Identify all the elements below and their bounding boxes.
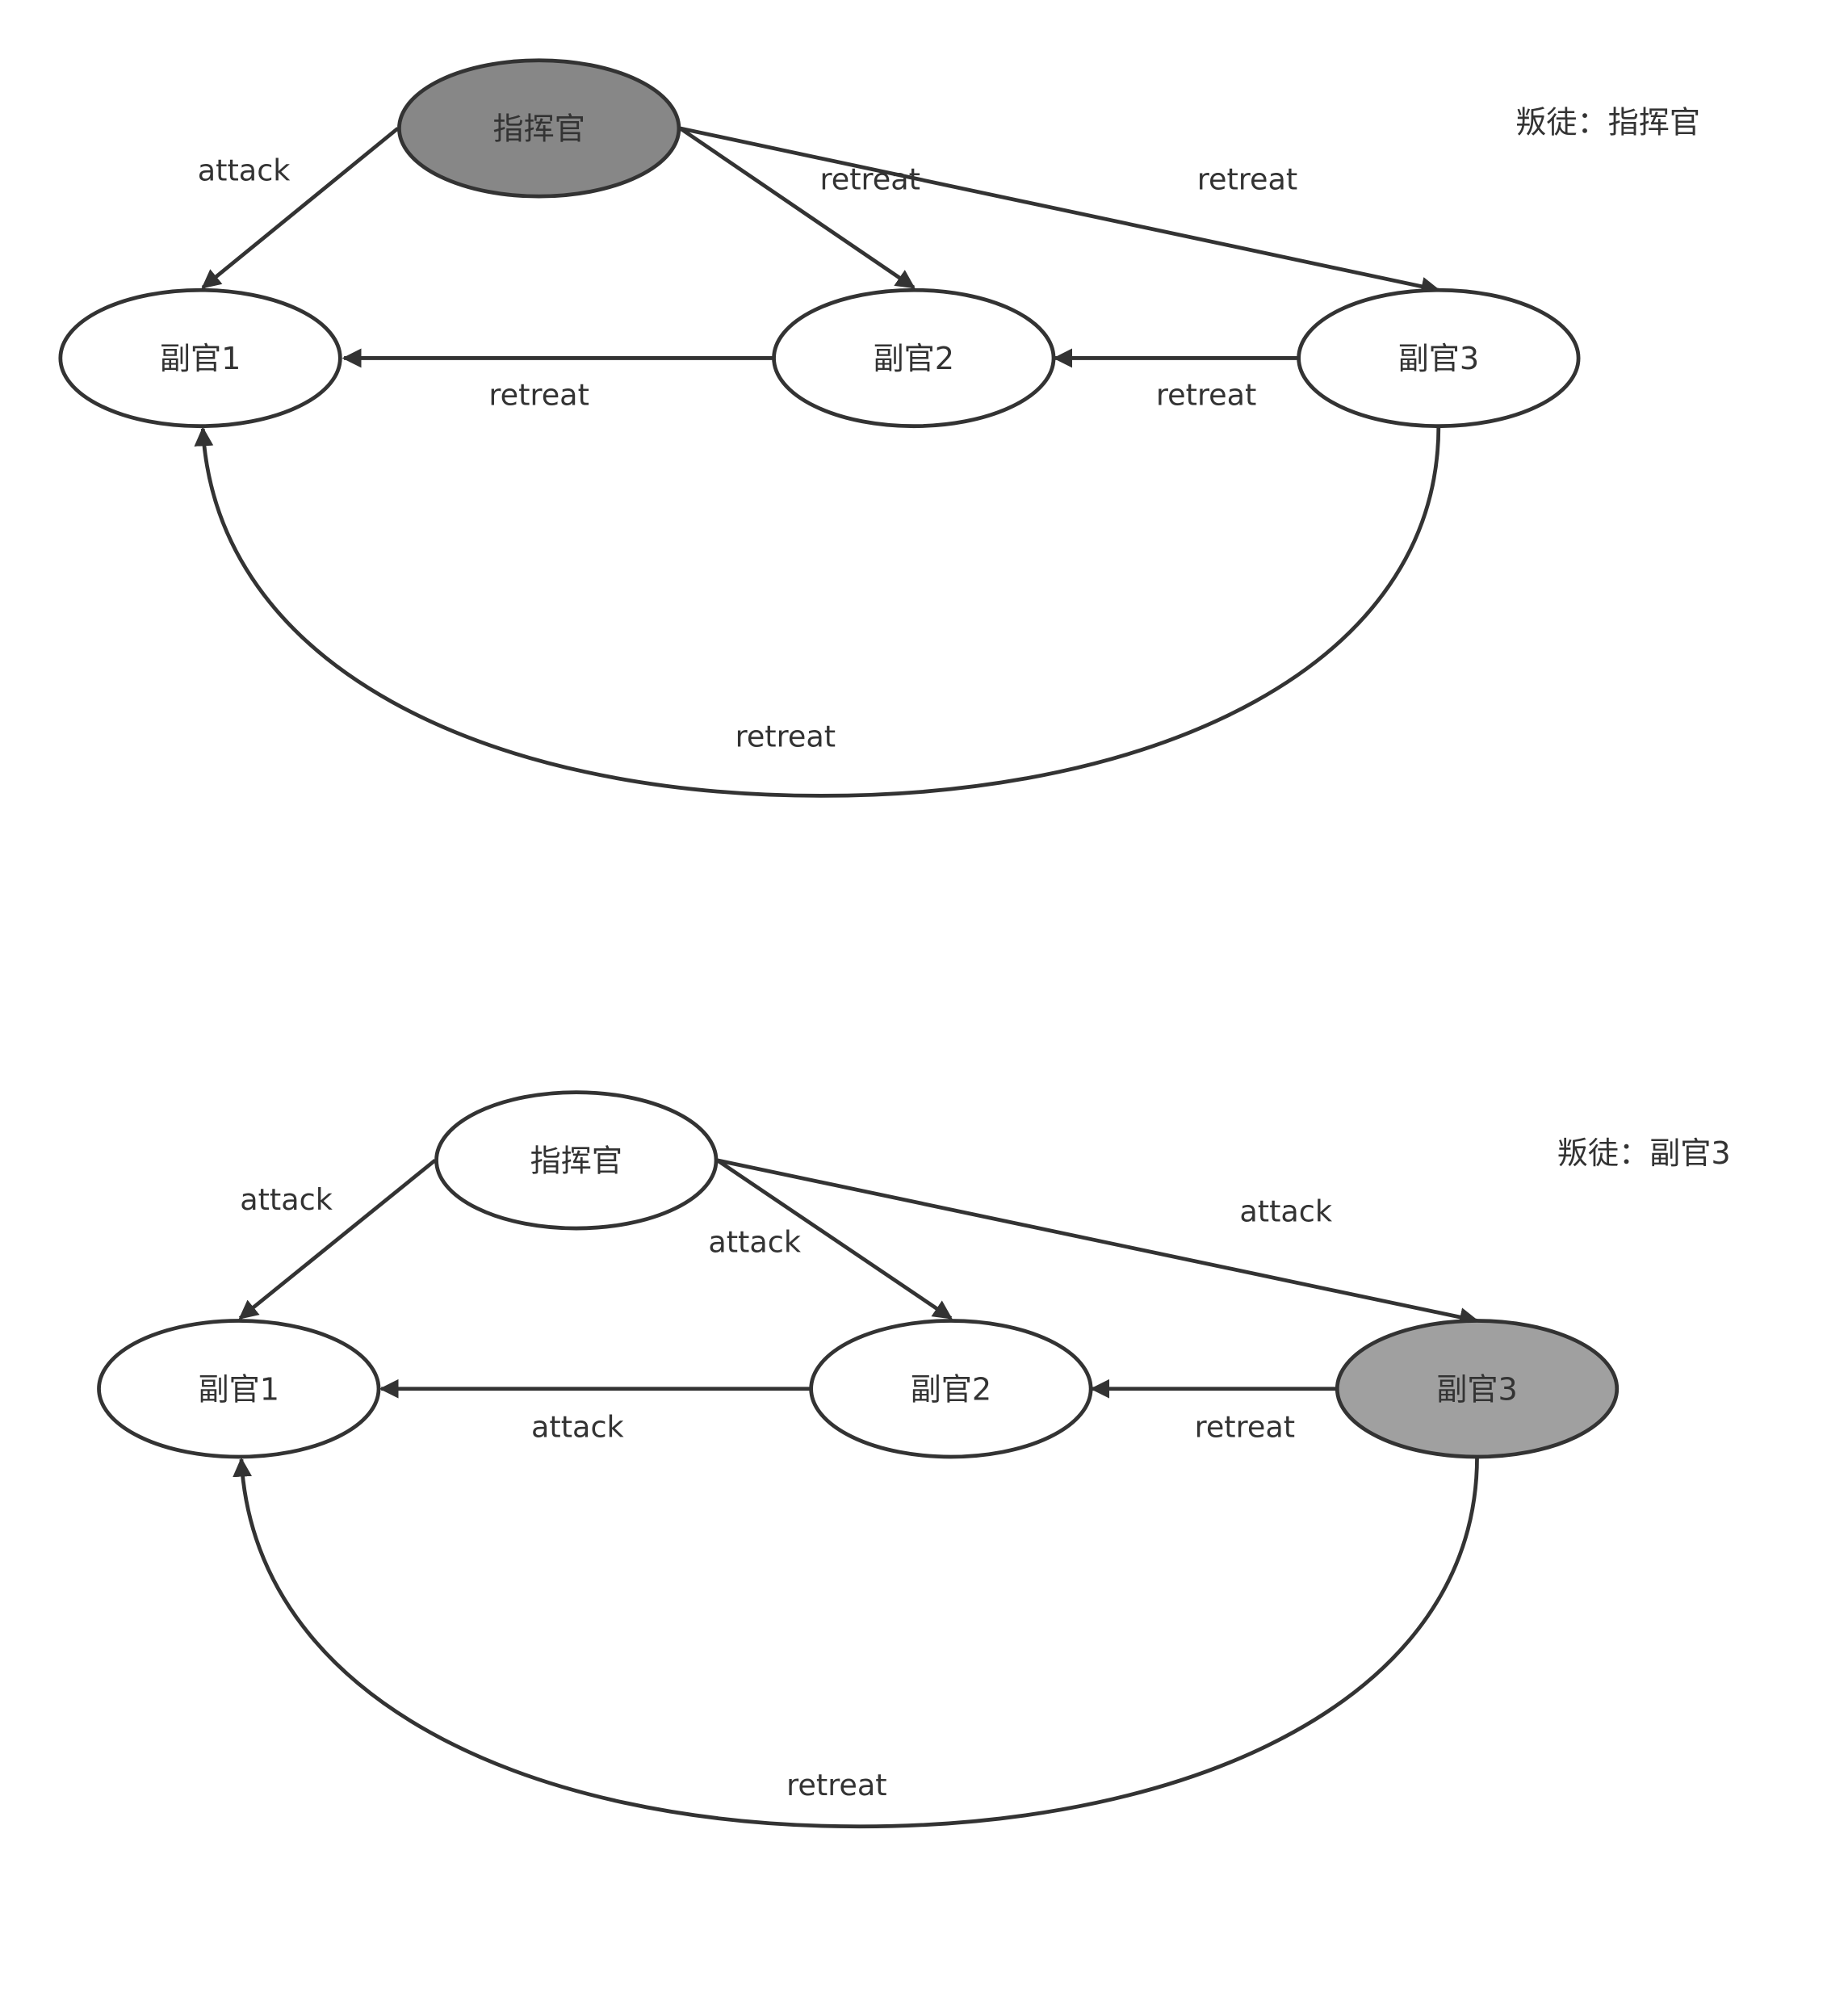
node [97, 1319, 381, 1459]
node [58, 287, 342, 429]
edge-arrow [716, 1158, 953, 1320]
edge-label: attack [1239, 1194, 1333, 1228]
node [772, 287, 1056, 429]
edge-label: retreat [488, 378, 589, 413]
edge-arrow [238, 1158, 437, 1320]
edge-label: retreat [1197, 162, 1297, 197]
edge-label: retreat [735, 719, 836, 753]
traitor-node [1335, 1319, 1620, 1459]
traitor-note: 叛徒：副官3 [1557, 1135, 1731, 1171]
traitor-note: 叛徒：指挥官 [1515, 105, 1700, 141]
edge-label: attack [240, 1182, 333, 1217]
edge-label: retreat [786, 1768, 886, 1802]
edge-label: attack [198, 153, 291, 187]
edge-label: retreat [1195, 1410, 1295, 1445]
edge-arrow [201, 127, 400, 289]
node-label: 指挥官 [530, 1143, 622, 1178]
diagram-2: attack attack attack attack retreat retreat 指挥… [97, 1090, 1731, 1829]
edge-arrow [680, 126, 1441, 296]
node [809, 1319, 1093, 1459]
node-label: 副官1 [199, 1371, 280, 1407]
node [1297, 287, 1581, 429]
node-label: 指挥官 [492, 111, 585, 147]
node-label: 副官3 [1436, 1371, 1518, 1407]
edge-arrow [679, 126, 916, 289]
node [434, 1090, 719, 1231]
edge-arrow [233, 1456, 1479, 1829]
edge-label: attack [708, 1225, 802, 1260]
node-label: 副官1 [160, 341, 241, 376]
edge-label: retreat [1156, 378, 1256, 413]
edge-label: attack [531, 1410, 625, 1445]
edge-arrow [717, 1158, 1479, 1327]
traitor-node [397, 58, 681, 199]
node-label: 副官2 [874, 341, 955, 376]
edge-arrow [194, 426, 1441, 798]
node-label: 副官3 [1398, 341, 1480, 376]
node-label: 副官2 [911, 1371, 992, 1407]
